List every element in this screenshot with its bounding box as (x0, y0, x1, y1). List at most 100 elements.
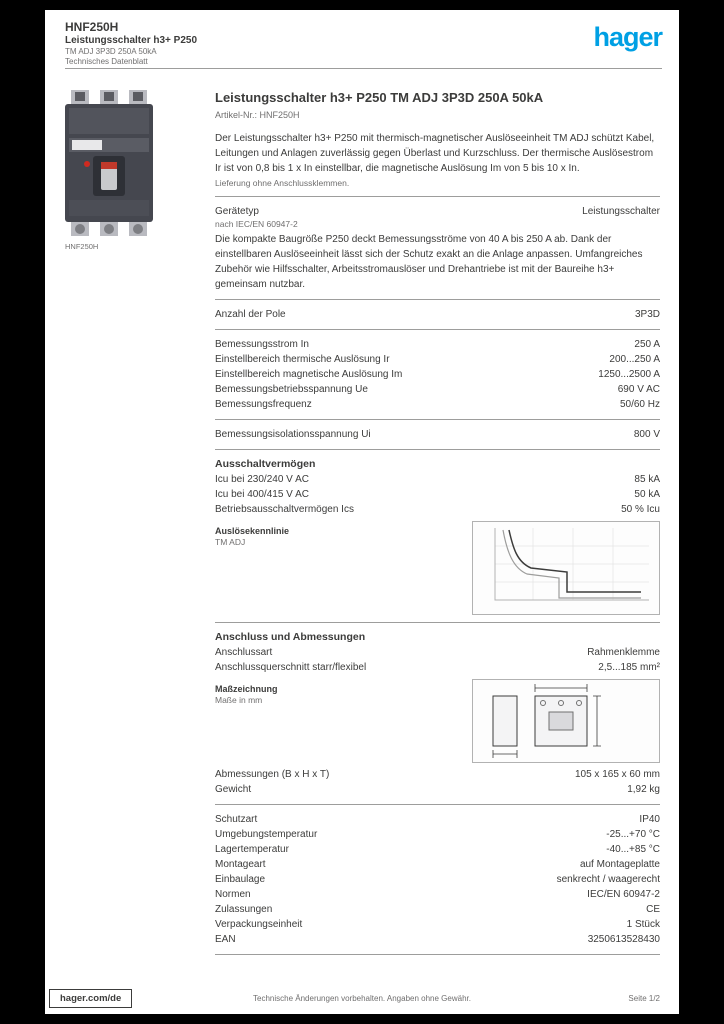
spec-row: Betriebsausschaltvermögen Ics 50 % Icu (215, 502, 660, 517)
page: HNF250H Leistungsschalter h3+ P250 TM AD… (45, 10, 679, 1014)
separator (215, 299, 660, 300)
product-subline: TM ADJ 3P3D 250A 50kA (65, 47, 157, 56)
separator (215, 954, 660, 955)
breaker-photo-graphic (65, 90, 153, 236)
separator (215, 449, 660, 450)
spec-row: Gewicht 1,92 kg (215, 782, 660, 797)
spec-sections: Der Leistungsschalter h3+ P250 mit therm… (215, 131, 660, 955)
spec-row: Abmessungen (B x H x T) 105 x 165 x 60 mm (215, 767, 660, 782)
spec-row: Bemessungsfrequenz 50/60 Hz (215, 397, 660, 412)
spec-value: 3P3D (634, 309, 660, 320)
figure-subcaption: Maße in mm (215, 695, 263, 705)
spec-label: Schutzart (215, 814, 258, 825)
spec-value: 2,5...185 mm² (598, 662, 660, 673)
spec-label: Anzahl der Pole (215, 309, 286, 320)
spec-value: 1 Stück (626, 919, 660, 930)
spec-row: Icu bei 230/240 V AC 85 kA (215, 472, 660, 487)
spec-row: Bemessungsisolationsspannung Ui 800 V (215, 427, 660, 442)
section-title: Ausschaltvermögen (215, 458, 316, 470)
spec-label: Umgebungstemperatur (215, 829, 318, 840)
small-note: Lieferung ohne Anschlussklemmen. (215, 178, 350, 188)
spec-value: 50 kA (634, 489, 660, 500)
figure-caption: Auslösekennlinie (215, 526, 290, 536)
header-rule (65, 68, 662, 69)
spec-note: nach IEC/EN 60947-2 (215, 219, 298, 229)
figure-caption: Maßzeichnung (215, 684, 278, 694)
description-paragraph: Die kompakte Baugröße P250 deckt Bemessu… (215, 234, 643, 290)
spec-value: -40...+85 °C (606, 844, 660, 855)
spec-label: Bemessungsisolationsspannung Ui (215, 429, 371, 440)
spec-row: Montageart auf Montageplatte (215, 857, 660, 872)
spec-row: Anzahl der Pole 3P3D (215, 307, 660, 322)
spec-value: senkrecht / waagerecht (556, 874, 660, 885)
footer-note: Technische Änderungen vorbehalten. Angab… (253, 994, 471, 1003)
spec-label: Einstellbereich thermische Auslösung Ir (215, 354, 390, 365)
spec-label: EAN (215, 934, 236, 945)
footer-page: Seite 1/2 (628, 994, 660, 1003)
spec-label: Gerätetyp (215, 206, 259, 217)
description-paragraph: Der Leistungsschalter h3+ P250 mit therm… (215, 133, 655, 174)
spec-label: Montageart (215, 859, 266, 870)
spec-section: Anzahl der Pole 3P3D (215, 307, 660, 322)
product-name: Leistungsschalter h3+ P250 (65, 35, 198, 46)
datasheet-label: Technisches Datenblatt (65, 57, 148, 66)
spec-label: Betriebsausschaltvermögen Ics (215, 504, 354, 515)
page-title: Leistungsschalter h3+ P250 TM ADJ 3P3D 2… (215, 90, 544, 105)
spec-value: 800 V (633, 429, 660, 440)
article-number: Artikel-Nr.: HNF250H (215, 110, 300, 120)
spec-label: Normen (215, 889, 251, 900)
spec-label: Bemessungsstrom In (215, 339, 309, 350)
dimension-drawing-figure (472, 679, 660, 763)
spec-label: Anschlussart (215, 647, 273, 658)
spec-value: 50/60 Hz (619, 399, 660, 410)
spec-label: Verpackungseinheit (215, 919, 303, 930)
footer-link[interactable]: hager.com/de (49, 989, 133, 1008)
spec-value: auf Montageplatte (579, 859, 660, 870)
separator (215, 419, 660, 420)
spec-label: Abmessungen (B x H x T) (215, 769, 330, 780)
spec-row: Normen IEC/EN 60947-2 (215, 887, 660, 902)
footer: hager.com/de Technische Änderungen vorbe… (45, 984, 679, 1010)
product-image (63, 88, 155, 238)
spec-label: Einstellbereich magnetische Auslösung Im (215, 369, 403, 380)
spec-row: Einstellbereich magnetische Auslösung Im… (215, 367, 660, 382)
spec-label: Lagertemperatur (215, 844, 289, 855)
hager-logo: hager (593, 22, 663, 52)
spec-row: Verpackungseinheit 1 Stück (215, 917, 660, 932)
spec-value: 50 % Icu (621, 504, 660, 515)
spec-label: Bemessungsfrequenz (215, 399, 312, 410)
spec-value: 1250...2500 A (598, 369, 660, 380)
spec-row: Icu bei 400/415 V AC 50 kA (215, 487, 660, 502)
separator (215, 622, 660, 623)
main-column: Leistungsschalter h3+ P250 TM ADJ 3P3D 2… (215, 90, 660, 962)
spec-value: CE (646, 904, 660, 915)
figure-subcaption: TM ADJ (215, 537, 246, 547)
tripping-curve-figure (472, 521, 660, 615)
separator (215, 804, 660, 805)
spec-value: IEC/EN 60947-2 (587, 889, 660, 900)
spec-value: 105 x 165 x 60 mm (574, 769, 660, 780)
spec-value: 85 kA (634, 474, 660, 485)
spec-value: 1,92 kg (627, 784, 660, 795)
spec-label: Icu bei 400/415 V AC (215, 489, 309, 500)
curve-svg (494, 528, 649, 601)
spec-label: Icu bei 230/240 V AC (215, 474, 309, 485)
spec-value: -25...+70 °C (606, 829, 660, 840)
spec-label: Einbaulage (215, 874, 266, 885)
spec-label: Gewicht (215, 784, 252, 795)
product-image-caption: HNF250H (65, 242, 99, 251)
